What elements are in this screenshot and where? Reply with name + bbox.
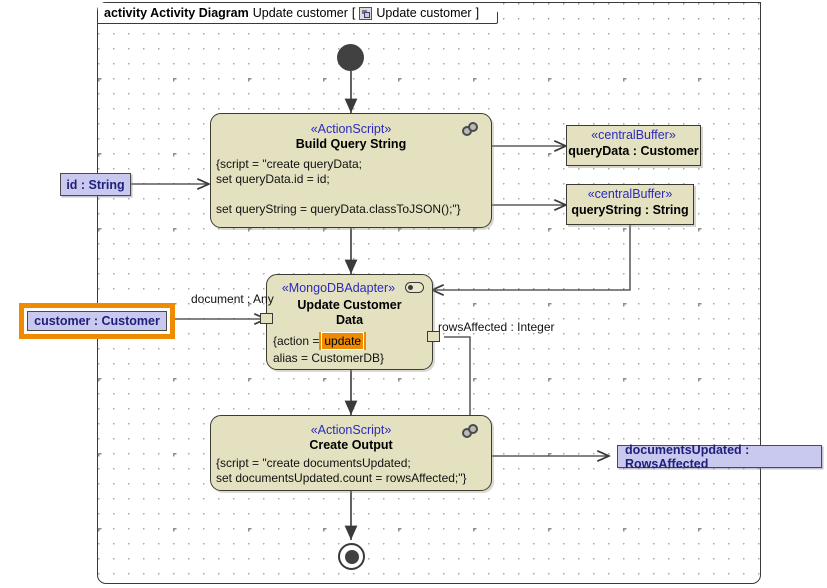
action-create-output[interactable]: «ActionScript» Create Output {script = "… bbox=[210, 415, 492, 491]
activity-diagram-icon bbox=[359, 7, 372, 20]
action-update-customer-data[interactable]: «MongoDBAdapter» Update Customer Data {a… bbox=[266, 274, 433, 370]
central-buffer-query-string[interactable]: «centralBuffer» queryString : String bbox=[566, 184, 694, 225]
initial-node[interactable] bbox=[337, 44, 364, 71]
pin-label-rows-affected: rowsAffected : Integer bbox=[438, 320, 555, 334]
update-customer-alias: alias = CustomerDB} bbox=[273, 351, 385, 365]
central-buffer-query-data[interactable]: «centralBuffer» queryData : Customer bbox=[566, 125, 701, 166]
buffer-name: queryData : Customer bbox=[568, 144, 699, 158]
input-pin-document[interactable] bbox=[260, 313, 273, 324]
activity-parameter-customer[interactable]: customer : Customer bbox=[27, 311, 167, 331]
frame-keyword: activity Activity Diagram bbox=[104, 6, 249, 20]
action-value: update bbox=[321, 332, 365, 350]
frame-bracket-open: [ bbox=[351, 6, 356, 20]
build-query-body: {script = "create queryData; set queryDa… bbox=[216, 157, 461, 216]
frame-header[interactable]: activity Activity Diagram Update custome… bbox=[98, 3, 498, 24]
action-value-highlight[interactable]: update bbox=[319, 332, 367, 350]
frame-qualified-name: Update customer bbox=[376, 6, 472, 20]
script-icon bbox=[462, 122, 480, 137]
buffer-stereotype: «centralBuffer» bbox=[591, 128, 676, 142]
script-icon bbox=[462, 424, 480, 439]
pin-label-document: document : Any bbox=[191, 292, 274, 306]
update-customer-body: {action = update alias = CustomerDB} bbox=[267, 332, 432, 366]
action-build-query-string[interactable]: «ActionScript» Build Query String {scrip… bbox=[210, 113, 492, 228]
create-output-stereotype: «ActionScript» bbox=[310, 423, 392, 437]
update-customer-action-prefix: {action = bbox=[273, 334, 320, 348]
update-customer-title-line1: Update Customer bbox=[297, 298, 402, 312]
buffer-name: queryString : String bbox=[571, 203, 689, 217]
create-output-body: {script = "create documentsUpdated; set … bbox=[216, 456, 467, 485]
create-output-title: Create Output bbox=[309, 438, 393, 452]
adapter-icon bbox=[405, 282, 424, 293]
update-customer-title-line2: Data bbox=[335, 313, 364, 327]
frame-name: Update customer bbox=[252, 6, 348, 20]
frame-bracket-close: ] bbox=[475, 6, 480, 20]
activity-final-node[interactable] bbox=[338, 543, 365, 570]
output-pin-rows-affected[interactable] bbox=[427, 331, 440, 342]
build-query-stereotype: «ActionScript» bbox=[310, 122, 392, 136]
build-query-title: Build Query String bbox=[295, 137, 407, 151]
activity-parameter-documents-updated[interactable]: documentsUpdated : RowsAffected bbox=[617, 443, 822, 471]
buffer-stereotype: «centralBuffer» bbox=[587, 187, 673, 201]
update-customer-stereotype: «MongoDBAdapter» bbox=[281, 281, 396, 295]
activity-parameter-id[interactable]: id : String bbox=[60, 173, 131, 196]
selection-indicator-customer[interactable]: customer : Customer bbox=[19, 303, 175, 339]
